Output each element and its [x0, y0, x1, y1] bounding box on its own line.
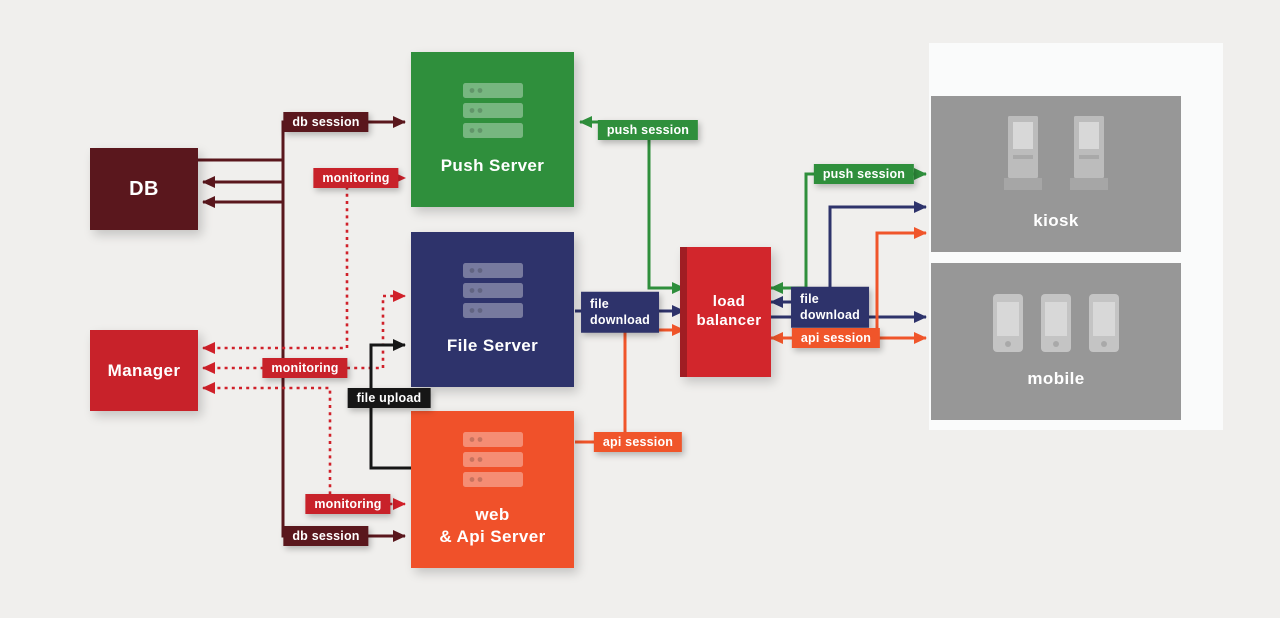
edge-label-db-session-bottom: db session	[283, 526, 369, 546]
edge-label-file-download-left: file download	[581, 291, 659, 333]
node-kiosk: kiosk	[931, 96, 1181, 252]
node-file-server: File Server	[411, 232, 574, 387]
web-api-server-label: web & Api Server	[439, 504, 545, 547]
manager-label: Manager	[107, 360, 181, 380]
web-api-server-label-line1: web	[475, 505, 510, 525]
edge-push-session-right	[770, 168, 927, 294]
node-web-api-server: web & Api Server	[411, 411, 574, 568]
mobile-icons	[992, 293, 1120, 352]
kiosk-terminal-icon	[1070, 116, 1108, 191]
node-db: DB	[90, 148, 198, 230]
kiosk-icons	[1002, 116, 1110, 194]
server-rack-icon	[462, 262, 523, 318]
node-manager: Manager	[90, 330, 198, 411]
smartphone-icon	[1089, 293, 1119, 352]
mobile-label: mobile	[1027, 368, 1085, 388]
edge-label-push-session-right: push session	[813, 164, 915, 184]
edge-label-monitoring-push: monitoring	[313, 168, 399, 188]
server-rack-icon	[462, 82, 523, 138]
edge-monitoring-file	[202, 290, 406, 374]
edge-label-push-session-left: push session	[597, 120, 699, 140]
load-balancer-label-line2: balancer	[696, 312, 762, 329]
edge-label-api-session-left: api session	[593, 432, 683, 452]
kiosk-label: kiosk	[1033, 211, 1079, 231]
server-rack-icon	[462, 432, 523, 488]
push-server-label: Push Server	[440, 155, 545, 175]
node-mobile: mobile	[931, 263, 1181, 420]
edge-label-monitoring-file: monitoring	[262, 358, 348, 378]
edge-label-file-download-right: file download	[791, 286, 869, 328]
node-load-balancer: load balancer	[680, 247, 771, 377]
edge-api-session-left	[575, 324, 685, 444]
file-download-left-line1: file	[590, 296, 609, 311]
smartphone-icon	[1041, 293, 1071, 352]
smartphone-icon	[993, 293, 1023, 352]
db-label: DB	[129, 177, 159, 200]
edge-push-session-left	[579, 116, 685, 294]
kiosk-terminal-icon	[1004, 116, 1042, 191]
edge-label-db-session-top: db session	[283, 112, 369, 132]
file-server-label: File Server	[446, 335, 539, 355]
node-push-server: Push Server	[411, 52, 574, 207]
edge-label-file-upload: file upload	[347, 388, 431, 408]
load-balancer-label: load balancer	[697, 293, 762, 331]
file-download-left-line2: download	[590, 313, 650, 327]
file-download-right-line2: download	[800, 308, 860, 322]
file-download-right-line1: file	[800, 291, 819, 306]
load-balancer-label-line1: load	[712, 293, 746, 311]
edge-label-monitoring-web: monitoring	[305, 494, 391, 514]
edge-label-api-session-right: api session	[791, 328, 881, 348]
web-api-server-label-line2: & Api Server	[439, 526, 546, 546]
